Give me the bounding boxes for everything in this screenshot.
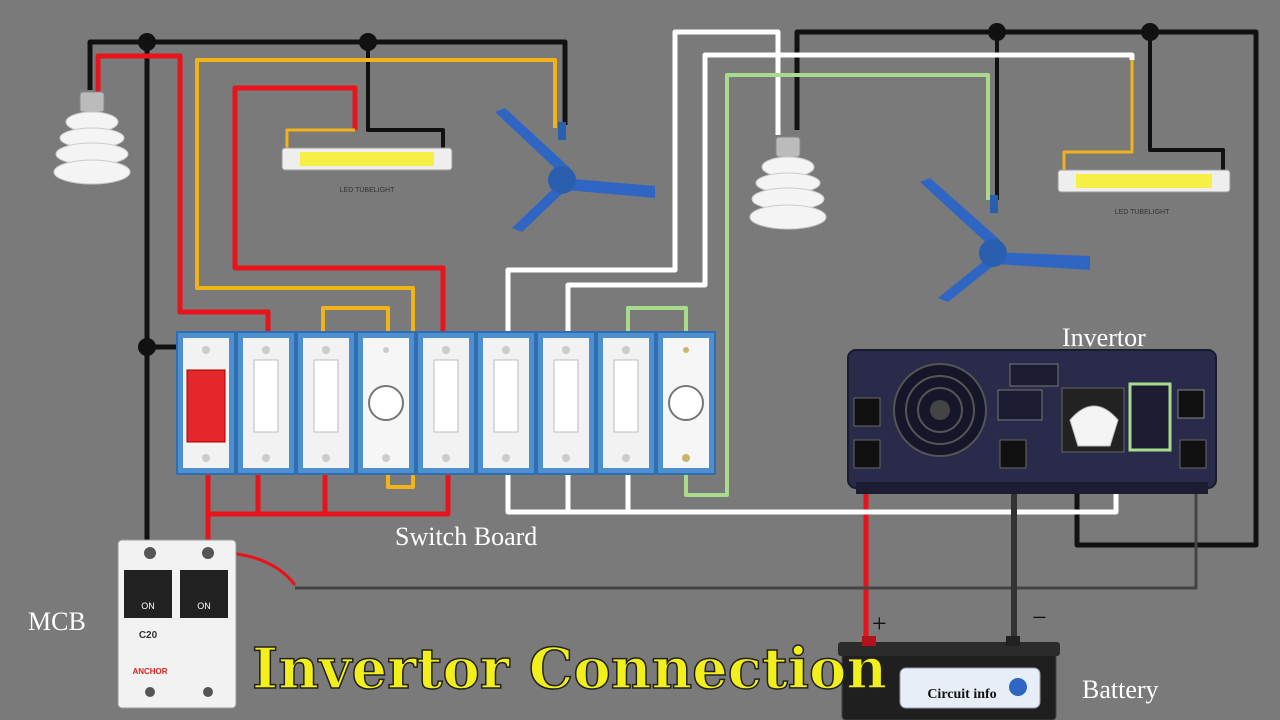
- switch-4[interactable]: [476, 331, 536, 475]
- diagram-title: Invertor Connection: [252, 636, 887, 702]
- indicator-module: [176, 331, 236, 475]
- junction-dot: [138, 33, 156, 51]
- switch-3[interactable]: [416, 331, 476, 475]
- switch-board: [176, 331, 716, 475]
- ceiling-fan-2: [920, 178, 1090, 302]
- battery-label: Battery: [1082, 675, 1159, 704]
- wire-yellow-tube2: [1062, 55, 1134, 170]
- fan-regulator-1[interactable]: [356, 331, 416, 475]
- switch-5[interactable]: [536, 331, 596, 475]
- invertor-label: Invertor: [1062, 323, 1146, 352]
- invertor-unit: [847, 349, 1217, 494]
- wire-black-left-top: [87, 39, 568, 125]
- battery-unit: Circuit info: [838, 636, 1060, 720]
- fan-regulator-2[interactable]: [656, 331, 716, 475]
- switch-6[interactable]: [596, 331, 656, 475]
- wire-black-right-top: [794, 29, 1259, 548]
- junction-dot: [988, 23, 1006, 41]
- junction-dot: [359, 33, 377, 51]
- wire-black-tube1: [366, 42, 445, 150]
- led-tubelight-2: LED TUBELIGHT: [1057, 169, 1231, 216]
- mcb-brand: ANCHOR: [132, 667, 167, 676]
- cfl-bulb-1: [53, 91, 131, 185]
- mcb-on-left: ON: [141, 601, 155, 611]
- battery-minus: −: [1032, 603, 1047, 632]
- mcb-rating: C20: [139, 630, 158, 641]
- tubelight-1-label: LED TUBELIGHT: [340, 187, 395, 194]
- junction-dot: [1141, 23, 1159, 41]
- wire-yellow-fan1: [195, 58, 557, 489]
- battery-brand: Circuit info: [927, 687, 996, 702]
- wire-white-bulb2: [505, 29, 781, 335]
- mcb-breaker: ON ON C20 ANCHOR: [117, 539, 237, 709]
- wire-black-tube2: [1148, 32, 1225, 170]
- tubelight-2-label: LED TUBELIGHT: [1115, 209, 1170, 216]
- wire-green-fan2: [684, 73, 990, 497]
- junction-dot: [138, 338, 156, 356]
- mcb-label: MCB: [28, 607, 86, 636]
- wire-yellow-tube1: [285, 128, 355, 150]
- cfl-bulb-2: [749, 136, 827, 230]
- wire-green-bridge: [626, 306, 688, 335]
- switch-1[interactable]: [236, 331, 296, 475]
- wire-red-bulb1: [95, 53, 271, 335]
- mcb-on-right: ON: [197, 601, 211, 611]
- wire-white-tube2: [565, 52, 1135, 335]
- battery-plus: +: [872, 609, 887, 638]
- switch-board-label: Switch Board: [395, 522, 537, 551]
- ceiling-fan-1: [495, 108, 655, 232]
- switch-2[interactable]: [296, 331, 356, 475]
- wire-red-tube1: [232, 85, 446, 335]
- wire-yellow-bridge: [321, 306, 390, 335]
- wire-red-bottom: [205, 475, 451, 517]
- led-tubelight-1: LED TUBELIGHT: [281, 147, 453, 194]
